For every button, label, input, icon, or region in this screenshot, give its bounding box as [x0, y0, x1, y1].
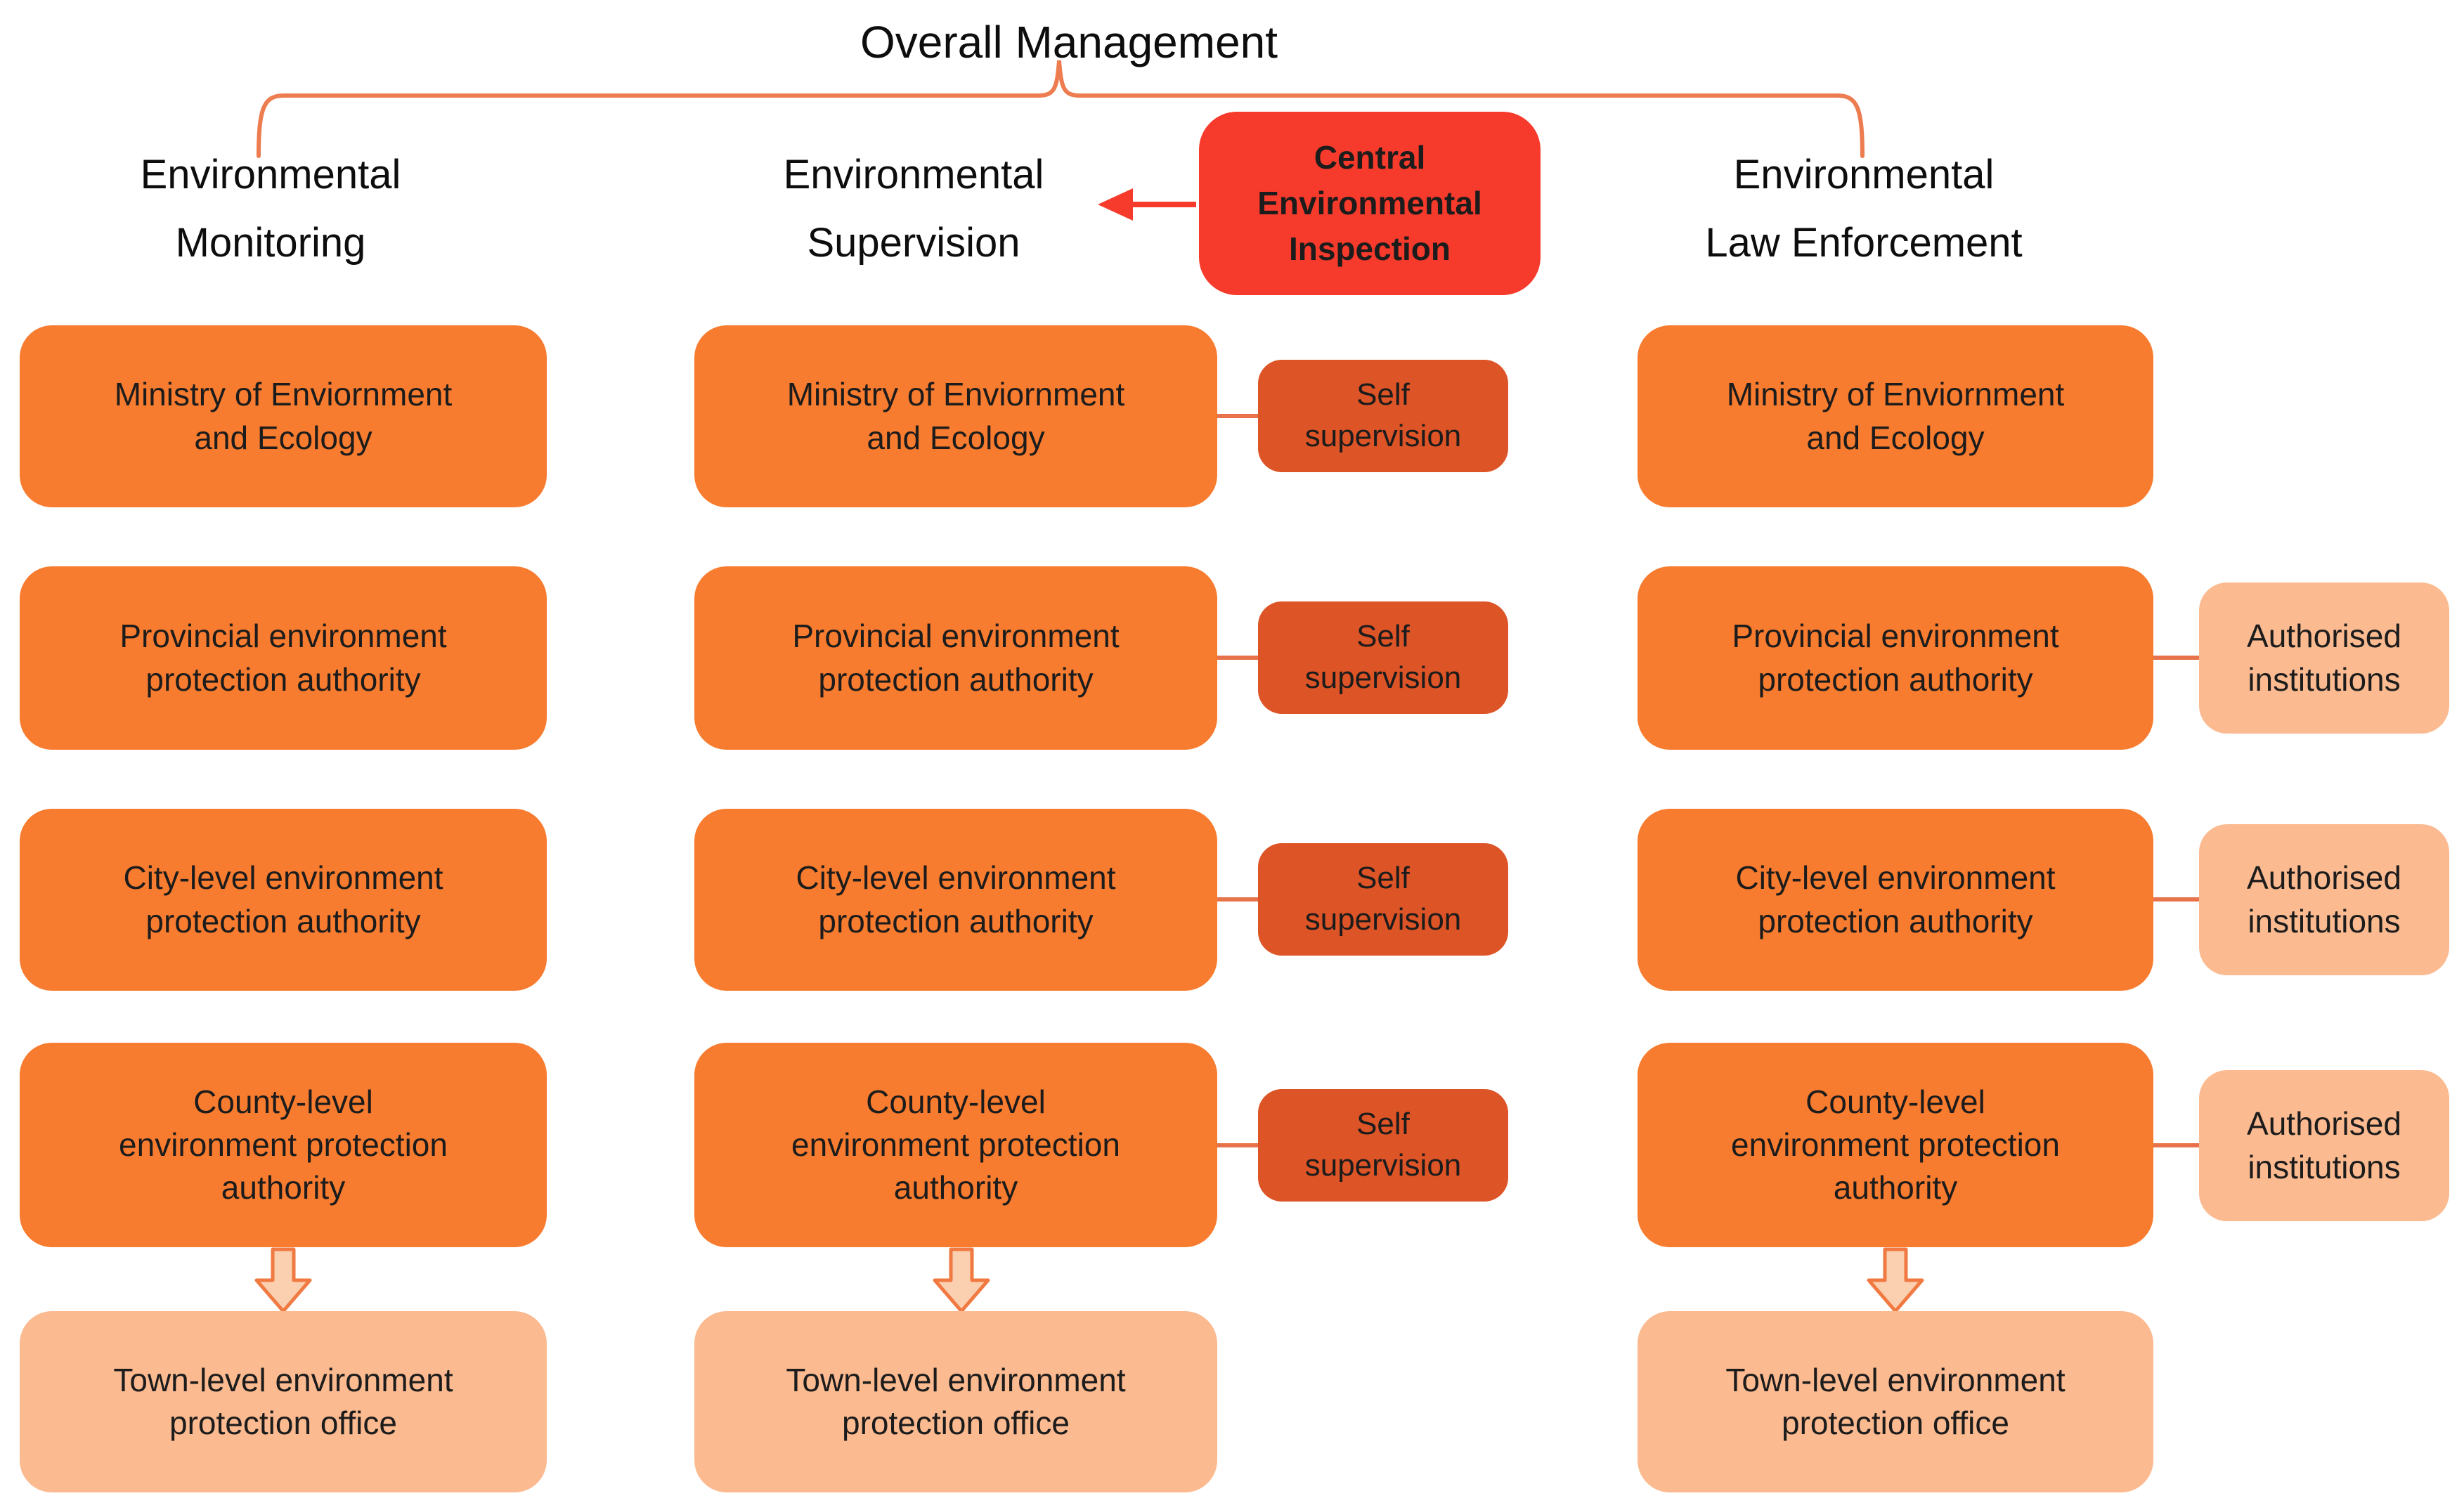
monitoring-county-box: County-level environment protection auth…	[20, 1043, 547, 1247]
monitoring-provincial-box: Provincial environment protection author…	[20, 566, 547, 750]
column-header-monitoring: Environmental Monitoring	[140, 152, 401, 266]
block-down-arrow-icon	[933, 1247, 990, 1313]
monitoring-ministry-box: Ministry of Enviornment and Ecology	[20, 325, 547, 507]
column-header-supervision: Environmental Supervision	[783, 152, 1044, 266]
law-county-box: County-level environment protection auth…	[1638, 1043, 2153, 1247]
self-supervision-box-3: Self supervision	[1258, 843, 1508, 956]
page-title: Overall Management	[860, 17, 1278, 67]
block-down-arrow-icon	[254, 1247, 312, 1313]
supervision-county-box: County-level environment protection auth…	[694, 1043, 1217, 1247]
self-supervision-box-4: Self supervision	[1258, 1089, 1508, 1202]
supervision-provincial-box: Provincial environment protection author…	[694, 566, 1217, 750]
self-supervision-box-2: Self supervision	[1258, 601, 1508, 714]
self-supervision-box-1: Self supervision	[1258, 360, 1508, 472]
law-town-box: Town-level environment protection office	[1638, 1311, 2153, 1492]
authorised-institutions-box-2: Authorised institutions	[2199, 824, 2449, 975]
supervision-ministry-box: Ministry of Enviornment and Ecology	[694, 325, 1217, 507]
column-header-law-enforcement: Environmental Law Enforcement	[1705, 152, 2023, 266]
authorised-institutions-box-3: Authorised institutions	[2199, 1070, 2449, 1221]
central-environmental-inspection-box: Central Environmental Inspection	[1199, 112, 1541, 295]
monitoring-city-box: City-level environment protection author…	[20, 809, 547, 991]
supervision-city-box: City-level environment protection author…	[694, 809, 1217, 991]
monitoring-town-box: Town-level environment protection office	[20, 1311, 547, 1492]
overall-management-brace-icon	[257, 60, 1865, 158]
law-city-box: City-level environment protection author…	[1638, 809, 2153, 991]
left-arrow-icon	[1098, 188, 1133, 221]
authorised-institutions-box-1: Authorised institutions	[2199, 582, 2449, 734]
law-ministry-box: Ministry of Enviornment and Ecology	[1638, 325, 2153, 507]
block-down-arrow-icon	[1867, 1247, 1924, 1313]
law-provincial-box: Provincial environment protection author…	[1638, 566, 2153, 750]
supervision-town-box: Town-level environment protection office	[694, 1311, 1217, 1492]
